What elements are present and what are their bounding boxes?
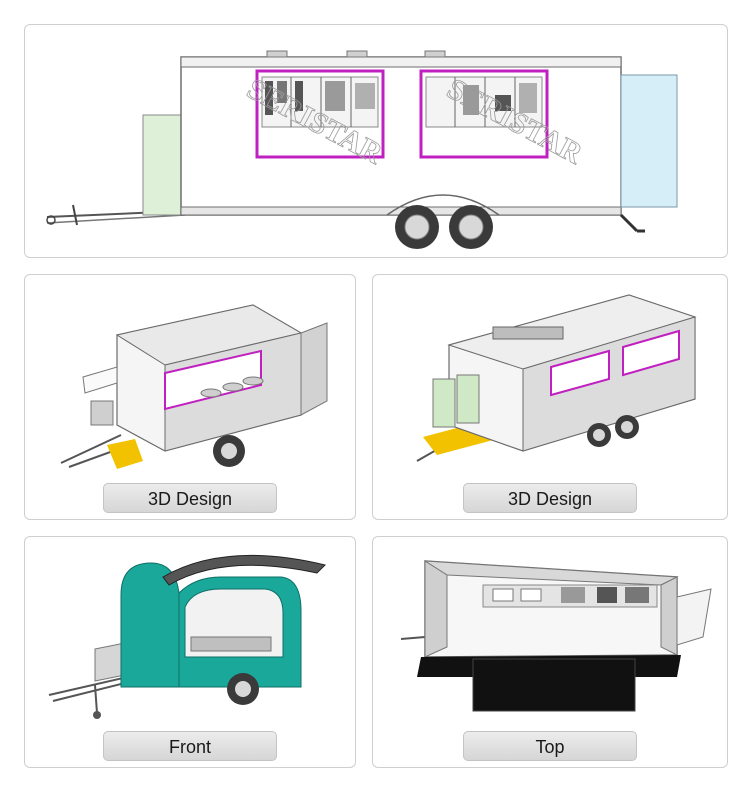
side-view-panel: SERISTAR SERISTAR bbox=[24, 24, 728, 258]
3d-design-caption-2: 3D Design bbox=[463, 483, 637, 513]
front-caption: Front bbox=[103, 731, 277, 761]
side-view-drawing: SERISTAR SERISTAR bbox=[46, 50, 678, 249]
front-drawing bbox=[48, 554, 326, 719]
top-drawing bbox=[400, 560, 712, 712]
3d-design-drawing-1 bbox=[60, 304, 328, 469]
3d-design-panel-2: 3D Design bbox=[372, 274, 728, 520]
top-panel: Top bbox=[372, 536, 728, 768]
front-panel: Front bbox=[24, 536, 356, 768]
3d-design-drawing-2 bbox=[416, 294, 697, 462]
top-caption: Top bbox=[463, 731, 637, 761]
3d-design-panel-1: 3D Design bbox=[24, 274, 356, 520]
3d-design-caption-1: 3D Design bbox=[103, 483, 277, 513]
